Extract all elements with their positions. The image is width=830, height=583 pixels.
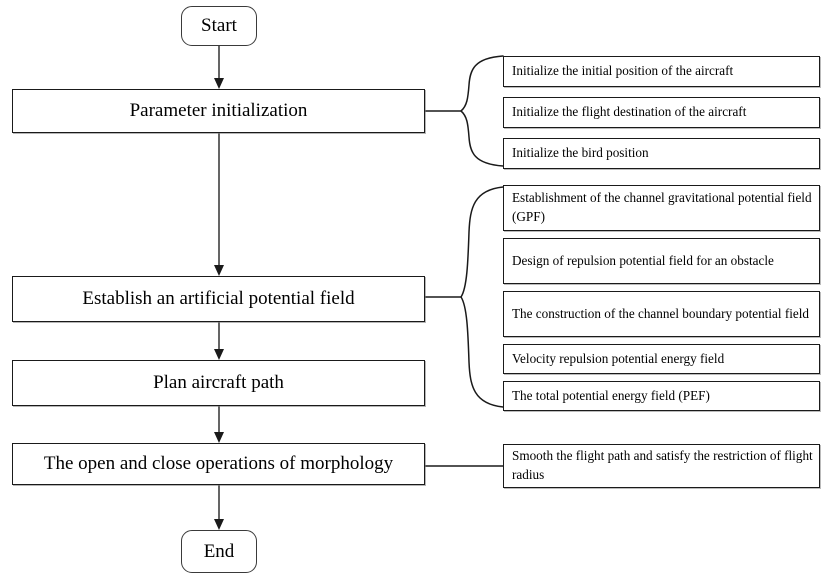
detail-box-smooth-flight-path[interactable]: Smooth the flight path and satisfy the r…: [503, 444, 820, 488]
node-morphology-operations[interactable]: The open and close operations of morphol…: [12, 443, 425, 485]
node-plan-aircraft-path[interactable]: Plan aircraft path: [12, 360, 425, 406]
node-end[interactable]: End: [181, 530, 257, 573]
detail-box-apf-channel-boundary-label: The construction of the channel boundary…: [512, 305, 809, 321]
detail-box-apf-repulsion-obstacle-label: Design of repulsion potential field for …: [512, 252, 774, 268]
detail-box-apf-velocity-repulsion[interactable]: Velocity repulsion potential energy fiel…: [503, 344, 820, 374]
brace-param-init: [425, 55, 504, 167]
detail-box-apf-velocity-repulsion-label: Velocity repulsion potential energy fiel…: [512, 350, 725, 366]
detail-box-apf-total-pef-label: The total potential energy field (PEF): [512, 387, 710, 403]
node-plan-aircraft-path-label: Plan aircraft path: [153, 372, 284, 393]
detail-box-apf-gravitational[interactable]: Establishment of the channel gravitation…: [503, 185, 820, 231]
brace-apf: [425, 186, 504, 408]
edge-start-to-param-init: [214, 46, 224, 89]
detail-box-init-bird-position[interactable]: Initialize the bird position: [503, 138, 820, 169]
detail-box-apf-gravitational-label: Establishment of the channel gravitation…: [512, 190, 812, 224]
node-start-label: Start: [201, 15, 237, 36]
detail-box-init-flight-destination-label: Initialize the flight destination of the…: [512, 104, 747, 120]
detail-box-init-bird-position-label: Initialize the bird position: [512, 145, 649, 161]
detail-box-apf-total-pef[interactable]: The total potential energy field (PEF): [503, 381, 820, 411]
detail-box-init-initial-position[interactable]: Initialize the initial position of the a…: [503, 56, 820, 87]
edge-establish-to-plan: [214, 322, 224, 360]
edge-morphology-to-end: [214, 485, 224, 530]
detail-box-init-flight-destination[interactable]: Initialize the flight destination of the…: [503, 97, 820, 128]
detail-box-init-initial-position-label: Initialize the initial position of the a…: [512, 63, 734, 79]
node-parameter-initialization[interactable]: Parameter initialization: [12, 89, 425, 133]
node-parameter-initialization-label: Parameter initialization: [129, 100, 308, 121]
node-morphology-operations-label: The open and close operations of morphol…: [43, 453, 394, 474]
node-establish-artificial-potential-field[interactable]: Establish an artificial potential field: [12, 276, 425, 322]
detail-box-smooth-flight-path-label: Smooth the flight path and satisfy the r…: [512, 448, 813, 482]
detail-box-apf-channel-boundary[interactable]: The construction of the channel boundary…: [503, 291, 820, 337]
node-start[interactable]: Start: [181, 6, 257, 46]
detail-box-apf-repulsion-obstacle[interactable]: Design of repulsion potential field for …: [503, 238, 820, 284]
node-establish-artificial-potential-field-label: Establish an artificial potential field: [82, 288, 355, 309]
node-end-label: End: [203, 540, 235, 562]
edge-param-init-to-establish: [214, 133, 224, 276]
edge-plan-to-morphology: [214, 406, 224, 443]
